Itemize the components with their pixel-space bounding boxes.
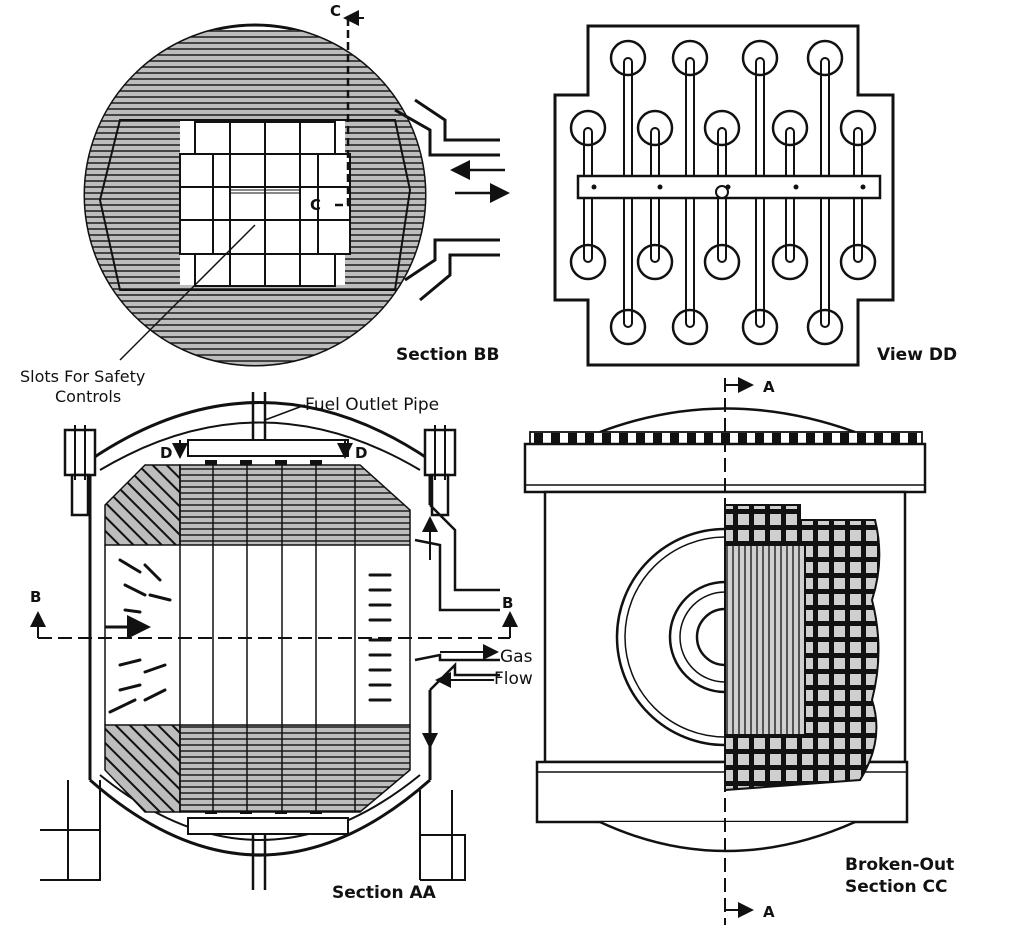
marker-b-left: B [30, 588, 41, 606]
flange-bolt [908, 433, 917, 443]
flange-bolt [670, 433, 679, 443]
fuel-outlet-pipe-label: Fuel Outlet Pipe [305, 395, 439, 415]
flange-bolt [840, 433, 849, 443]
section-bb-drawing [83, 10, 510, 367]
flange-bolt [534, 433, 543, 443]
broken-out-label-line1: Broken-Out [845, 855, 954, 875]
section-bb-label: Section BB [396, 345, 499, 365]
flange-bolt [874, 433, 883, 443]
flange-bolt [602, 433, 611, 443]
marker-c-inner: C [310, 196, 321, 214]
flange-bolt [823, 433, 832, 443]
slots-label-line2: Controls [55, 387, 121, 406]
section-aa-drawing [30, 392, 518, 890]
slots-label-line1: Slots For Safety [20, 367, 145, 386]
flange-bolt [806, 433, 815, 443]
flange-bolt [789, 433, 798, 443]
gas-label: Gas [500, 647, 533, 667]
section-cc-drawing [523, 377, 927, 925]
flange-bolt [619, 433, 628, 443]
flange-bolt [585, 433, 594, 443]
view-dd-drawing [553, 24, 895, 367]
flange-bolt [687, 433, 696, 443]
flange-bolt [636, 433, 645, 443]
section-aa-label: Section AA [332, 883, 437, 903]
broken-out-label-line2: Section CC [845, 877, 947, 897]
flange-bolt [704, 433, 713, 443]
flange-bolt [857, 433, 866, 443]
flange-bolt [738, 433, 747, 443]
flange-bolt [891, 433, 900, 443]
view-dd-label: View DD [877, 345, 957, 365]
flange-bolt [755, 433, 764, 443]
flange-bolt [653, 433, 662, 443]
marker-a-top: A [763, 378, 775, 396]
flange-bolt [568, 433, 577, 443]
marker-d-left: D [160, 444, 172, 462]
flow-label: Flow [494, 669, 533, 689]
marker-d-right: D [355, 444, 367, 462]
flange-bolt [551, 433, 560, 443]
marker-b-right: B [502, 594, 513, 612]
marker-c-top: C [330, 2, 341, 20]
marker-a-bottom: A [763, 903, 775, 921]
flange-bolt [772, 433, 781, 443]
